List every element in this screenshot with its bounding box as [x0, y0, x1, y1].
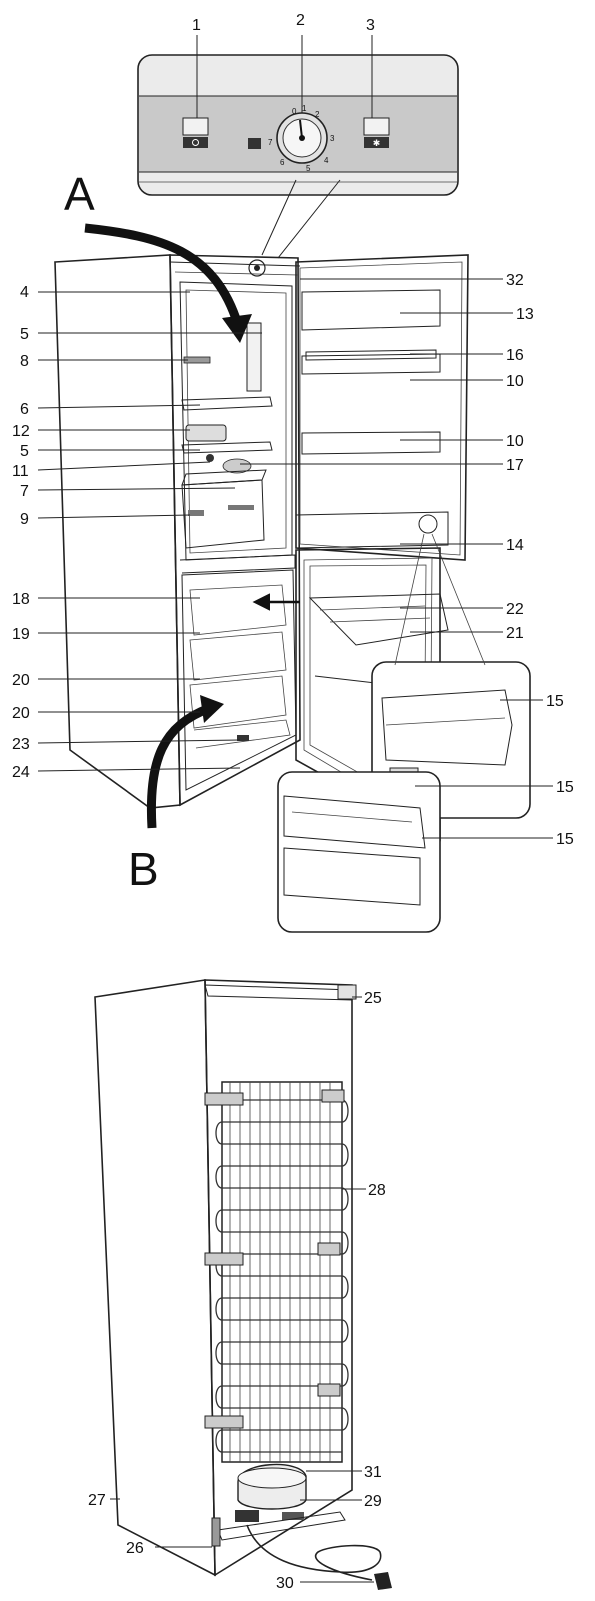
label-11: 11 [12, 463, 29, 480]
condenser-coil [204, 1082, 349, 1462]
label-10-upper: 10 [506, 373, 524, 390]
label-2: 2 [296, 12, 305, 29]
label-12: 12 [12, 423, 30, 440]
svg-text:✱: ✱ [373, 139, 381, 149]
leader-lines-right [240, 278, 553, 839]
label-7: 7 [20, 483, 29, 500]
detail-inset-lower [277, 771, 441, 933]
fridge-front-view [54, 223, 531, 933]
label-8: 8 [20, 353, 29, 370]
label-10-lower: 10 [506, 433, 524, 450]
dial-mark-2: 2 [315, 110, 320, 119]
label-20-lower: 20 [12, 705, 30, 722]
dial-mark-3: 3 [330, 134, 335, 143]
label-9: 9 [20, 511, 29, 528]
label-15-b: 15 [556, 779, 574, 796]
dial-mark-7: 7 [268, 138, 273, 147]
label-24: 24 [12, 764, 30, 781]
label-19: 19 [12, 626, 30, 643]
label-4: 4 [20, 284, 29, 301]
label-15-c: 15 [556, 831, 574, 848]
control-panel: ✱ 0 1 2 3 4 5 6 7 [137, 35, 459, 259]
dial-mark-1: 1 [302, 104, 307, 113]
label-20-upper: 20 [12, 672, 30, 689]
label-16: 16 [506, 347, 524, 364]
label-18: 18 [12, 591, 30, 608]
label-21: 21 [506, 625, 524, 642]
on-off-button [182, 117, 209, 148]
label-3: 3 [366, 17, 375, 34]
label-23: 23 [12, 736, 30, 753]
label-22: 22 [506, 601, 524, 618]
label-14: 14 [506, 537, 524, 554]
label-25: 25 [364, 990, 382, 1007]
label-15-a: 15 [546, 693, 564, 710]
label-31: 31 [364, 1464, 382, 1481]
callout-labels: 1 2 3 4 5 8 6 12 5 11 7 9 18 19 20 20 23… [12, 12, 574, 1592]
label-27: 27 [88, 1492, 106, 1509]
label-5-upper: 5 [20, 326, 29, 343]
label-6: 6 [20, 401, 29, 418]
label-5-lower: 5 [20, 443, 29, 460]
arrow-label-A: A [64, 168, 95, 220]
dial-mark-4: 4 [324, 156, 329, 165]
super-freeze-button: ✱ [363, 117, 390, 149]
dial-mark-6: 6 [280, 158, 285, 167]
arrow-label-B: B [128, 843, 159, 895]
label-30: 30 [276, 1575, 294, 1592]
label-1: 1 [192, 17, 201, 34]
dial-mark-0: 0 [292, 107, 297, 116]
dial-mark-5: 5 [306, 164, 311, 173]
label-17: 17 [506, 457, 524, 474]
label-32: 32 [506, 272, 524, 289]
compressor [235, 1463, 307, 1522]
leader-lines-left [37, 291, 262, 772]
label-28: 28 [368, 1182, 386, 1199]
label-26: 26 [126, 1540, 144, 1557]
label-29: 29 [364, 1493, 382, 1510]
fridge-rear-view [94, 979, 392, 1590]
label-13: 13 [516, 306, 534, 323]
